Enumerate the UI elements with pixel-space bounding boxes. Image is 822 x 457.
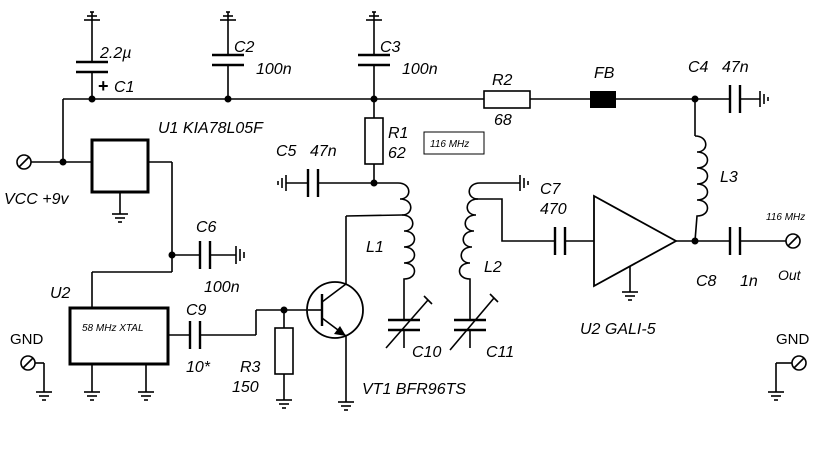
transistor-vt1 — [306, 216, 364, 411]
r3-value: 150 — [232, 379, 259, 396]
frequency-box-label: 116 MHz — [430, 139, 469, 150]
gnd-terminal-left — [20, 355, 52, 401]
ground-symbol-c4 — [759, 91, 769, 107]
ground-symbol-c3 — [366, 11, 382, 55]
junction-dot — [59, 158, 67, 166]
c6-name: C6 — [196, 219, 217, 236]
c9-name: C9 — [186, 302, 207, 319]
c3-name: C3 — [380, 39, 401, 56]
capacitor-c4 — [695, 85, 760, 113]
capacitor-c3 — [358, 53, 390, 99]
xtal-oscillator — [68, 306, 170, 366]
c9-value: 10* — [186, 359, 211, 376]
c2-value: 100n — [256, 61, 292, 78]
l3-name: L3 — [720, 169, 738, 186]
vt1-label: VT1 BFR96TS — [362, 381, 466, 398]
vcc-label: VCC +9v — [4, 191, 69, 208]
r2-value: 68 — [494, 112, 512, 129]
trimmer-capacitor-c11 — [449, 293, 499, 351]
capacitor-c6 — [172, 241, 245, 269]
u1-name: U1 KIA78L05F — [158, 120, 264, 137]
ground-symbol-c2 — [220, 11, 236, 55]
junction-dot — [224, 95, 232, 103]
capacitor-c7 — [553, 227, 594, 255]
c5-name: C5 — [276, 143, 297, 160]
amplifier-u2-gali5 — [593, 194, 730, 301]
c2-name: C2 — [234, 39, 255, 56]
r3-name: R3 — [240, 359, 261, 376]
gnd-terminal-right — [768, 355, 807, 401]
c10-name: C10 — [412, 344, 441, 361]
r1-name: R1 — [388, 125, 408, 142]
gnd-right-label: GND — [776, 331, 810, 348]
c6-value: 100n — [204, 279, 240, 296]
c11-name: C11 — [486, 344, 514, 361]
c8-value: 1n — [740, 273, 758, 290]
r2-name: R2 — [492, 72, 513, 89]
resistor-r3 — [274, 327, 294, 375]
r1-value: 62 — [388, 145, 406, 162]
inductor-l2 — [458, 175, 555, 320]
capacitor-c1 — [76, 34, 108, 99]
l2-name: L2 — [484, 259, 502, 276]
c1-plus: + — [98, 76, 109, 96]
u2-left-label: U2 — [50, 285, 71, 302]
xtal-label: 58 MHz XTAL — [82, 323, 144, 334]
l1-name: L1 — [366, 239, 384, 256]
junction-dot — [88, 95, 96, 103]
vcc-terminal — [16, 154, 92, 170]
inductor-l3 — [694, 99, 709, 242]
c8-name: C8 — [696, 273, 717, 290]
c1-name: C1 — [114, 79, 134, 96]
c5-value: 47n — [310, 143, 337, 160]
ground-symbol-c1 — [84, 11, 100, 34]
inductor-l1 — [345, 182, 416, 290]
u2-gali-label: U2 GALI-5 — [580, 321, 656, 338]
output-terminal — [785, 233, 801, 249]
out-label: Out — [778, 267, 802, 283]
c7-value: 470 — [540, 201, 567, 218]
capacitor-c5 — [277, 169, 374, 197]
resistor-r1 — [364, 117, 384, 165]
regulator-u1 — [90, 138, 150, 194]
c4-value: 47n — [722, 59, 749, 76]
out-frequency: 116 MHz — [766, 212, 805, 223]
capacitor-c8 — [728, 227, 786, 255]
capacitor-c2 — [212, 53, 244, 99]
trimmer-capacitor-c10 — [385, 290, 433, 349]
gnd-left-label: GND — [10, 331, 44, 348]
resistor-r2 — [483, 90, 531, 109]
c1-value: 2.2µ — [99, 45, 131, 62]
c4-name: C4 — [688, 59, 709, 76]
c3-value: 100n — [402, 61, 438, 78]
ferrite-bead-fb — [590, 91, 616, 108]
frequency-box — [423, 131, 485, 155]
fb-name: FB — [594, 65, 615, 82]
c7-name: C7 — [540, 181, 562, 198]
